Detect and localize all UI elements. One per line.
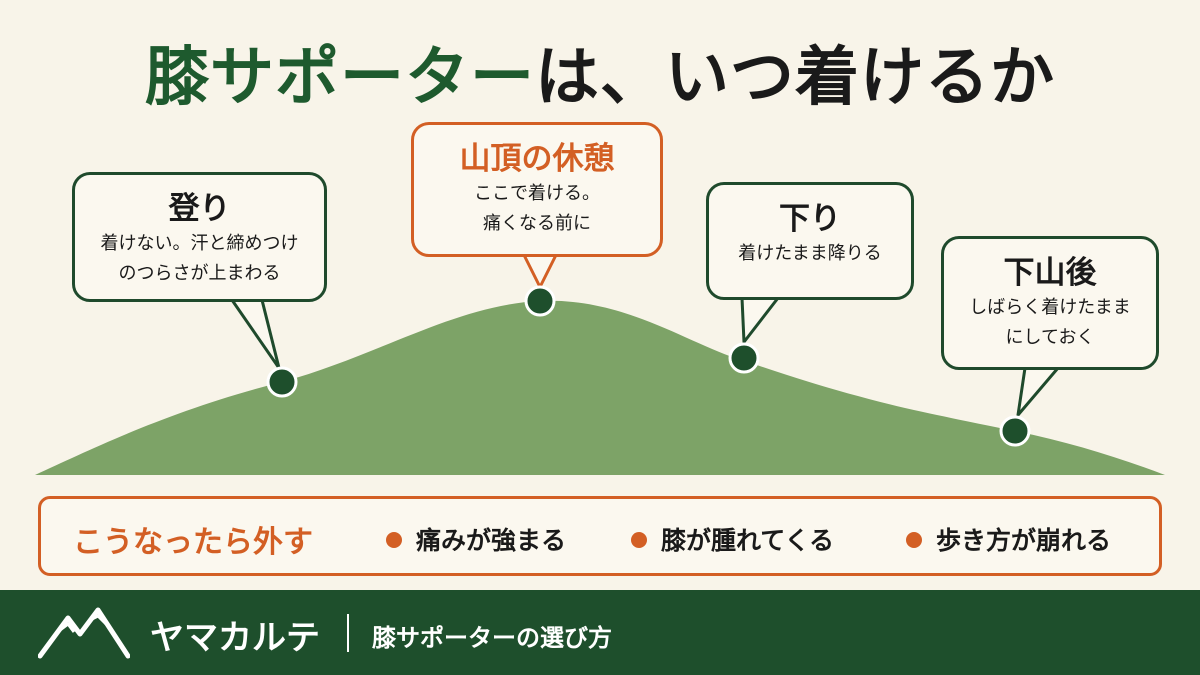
dot-icon	[906, 532, 922, 548]
condition-item: 痛みが強まる	[386, 521, 566, 557]
stage-text: にしておく	[1005, 327, 1095, 348]
footer-subtitle: 膝サポーターの選び方	[372, 624, 612, 652]
stage-text: しばらく着けたまま	[969, 297, 1131, 318]
bubble-descent: 下り 着けたまま降りる	[706, 182, 914, 300]
title-rest: は、いつ着けるか	[535, 41, 1055, 115]
stage-heading: 下山後	[1003, 255, 1097, 291]
mountain-shape	[35, 300, 1165, 475]
bubble-tail-summit	[522, 253, 558, 289]
brand-name: ヤマカルテ	[150, 618, 320, 658]
stage-text: 着けたまま降りる	[738, 243, 882, 264]
stage-heading: 山頂の休憩	[459, 141, 615, 177]
stage-text: 痛くなる前に	[483, 213, 591, 234]
mountain-logo-icon	[38, 607, 130, 659]
bubble-after: 下山後 しばらく着けたまま にしておく	[941, 236, 1159, 370]
marker-descent	[728, 342, 760, 374]
condition-text: 痛みが強まる	[416, 526, 567, 555]
title-accent: 膝サポーター	[145, 41, 535, 115]
marker-climb	[266, 366, 298, 398]
bubble-climb: 登り 着けない。汗と締めつけ のつらさが上まわる	[72, 172, 327, 302]
bubble-tail-descent	[740, 296, 780, 344]
marker-after	[999, 415, 1031, 447]
stage-heading: 下り	[779, 201, 841, 237]
condition-text: 歩き方が崩れる	[936, 526, 1112, 555]
stage-heading: 登り	[168, 191, 231, 227]
bubble-summit: 山頂の休憩 ここで着ける。 痛くなる前に	[411, 122, 663, 257]
stage-text: 着けない。汗と締めつけ	[100, 233, 299, 254]
footer-bar: ヤマカルテ 膝サポーターの選び方	[0, 590, 1200, 675]
bubble-tail-after	[1016, 366, 1060, 417]
dot-icon	[631, 532, 647, 548]
condition-text: 膝が腫れてくる	[661, 526, 835, 555]
remove-rule-box: こうなったら外す 痛みが強まる 膝が腫れてくる 歩き方が崩れる	[38, 496, 1162, 576]
condition-item: 膝が腫れてくる	[631, 521, 834, 557]
bubble-tail-climb	[230, 298, 281, 370]
remove-rule-label: こうなったら外す	[73, 525, 313, 560]
footer-divider	[347, 614, 349, 652]
marker-summit	[524, 285, 556, 317]
page-title: 膝サポーターは、いつ着けるか	[0, 26, 1200, 118]
stage-text: のつらさが上まわる	[118, 263, 281, 284]
dot-icon	[386, 532, 402, 548]
stage-text: ここで着ける。	[474, 183, 600, 204]
condition-item: 歩き方が崩れる	[906, 521, 1111, 557]
